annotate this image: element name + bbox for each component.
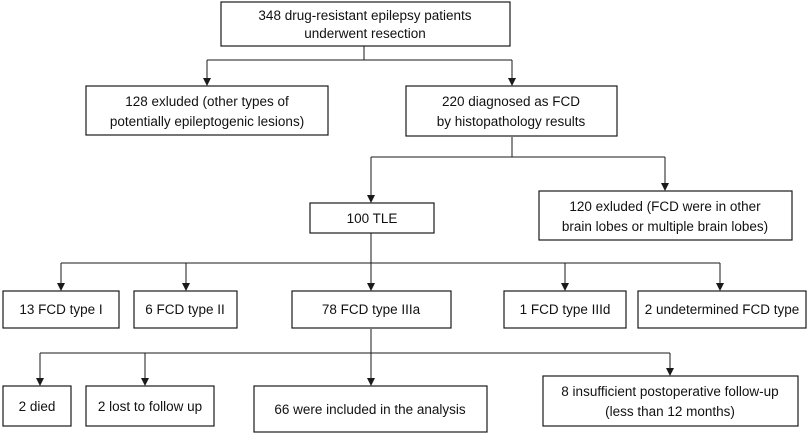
node-excluded-other-lesions: 128 exluded (other types of potentially … (85, 85, 329, 136)
node-excluded-other-lobes: 120 exluded (FCD were in other brain lob… (538, 190, 793, 241)
node-tle-line1: 100 TLE (347, 211, 398, 226)
node-start: 348 drug-resistant epilepsy patients und… (220, 1, 511, 47)
node-included-analysis-line1: 66 were included in the analysis (274, 402, 466, 417)
node-insufficient-follow-up-line1: 8 insufficient postoperative follow-up (561, 384, 778, 399)
node-fcd-type-ii-line1: 6 FCD type II (145, 302, 225, 317)
node-died: 2 died (2, 385, 72, 427)
node-excluded-other-lobes-line1: 120 exluded (FCD were in other (569, 199, 761, 214)
node-fcd-type-iiia: 78 FCD type IIIa (291, 290, 452, 329)
node-insufficient-follow-up-line2: (less than 12 months) (605, 404, 735, 419)
node-fcd-diagnosed: 220 diagnosed as FCD by histopathology r… (405, 85, 618, 137)
node-died-line1: 2 died (19, 399, 56, 414)
node-excluded-other-lesions-line2: potentially epileptogenic lesions) (110, 114, 304, 129)
node-fcd-diagnosed-line1: 220 diagnosed as FCD (442, 94, 580, 109)
node-fcd-type-iiid: 1 FCD type IIId (503, 290, 627, 329)
node-start-line2: underwent resection (304, 26, 426, 41)
node-excluded-other-lobes-line2: brain lobes or multiple brain lobes) (562, 219, 768, 234)
node-lost-follow-up-line1: 2 lost to follow up (98, 399, 202, 414)
node-fcd-type-i-line1: 13 FCD type I (19, 302, 102, 317)
connectors (36, 46, 724, 386)
node-fcd-type-i: 13 FCD type I (2, 290, 120, 329)
node-fcd-type-ii: 6 FCD type II (133, 290, 238, 329)
node-fcd-type-iiia-line1: 78 FCD type IIIa (322, 302, 421, 317)
node-fcd-diagnosed-line2: by histopathology results (437, 114, 586, 129)
node-insufficient-follow-up: 8 insufficient postoperative follow-up (… (542, 375, 799, 427)
node-included-analysis: 66 were included in the analysis (253, 385, 488, 433)
node-fcd-undetermined: 2 undetermined FCD type (637, 290, 807, 329)
node-excluded-other-lesions-line1: 128 exluded (other types of (125, 94, 289, 109)
node-tle: 100 TLE (309, 202, 435, 234)
node-fcd-type-iiid-line1: 1 FCD type IIId (520, 302, 611, 317)
node-fcd-undetermined-line1: 2 undetermined FCD type (645, 302, 800, 317)
node-start-line1: 348 drug-resistant epilepsy patients (258, 8, 471, 23)
node-lost-follow-up: 2 lost to follow up (85, 385, 215, 427)
